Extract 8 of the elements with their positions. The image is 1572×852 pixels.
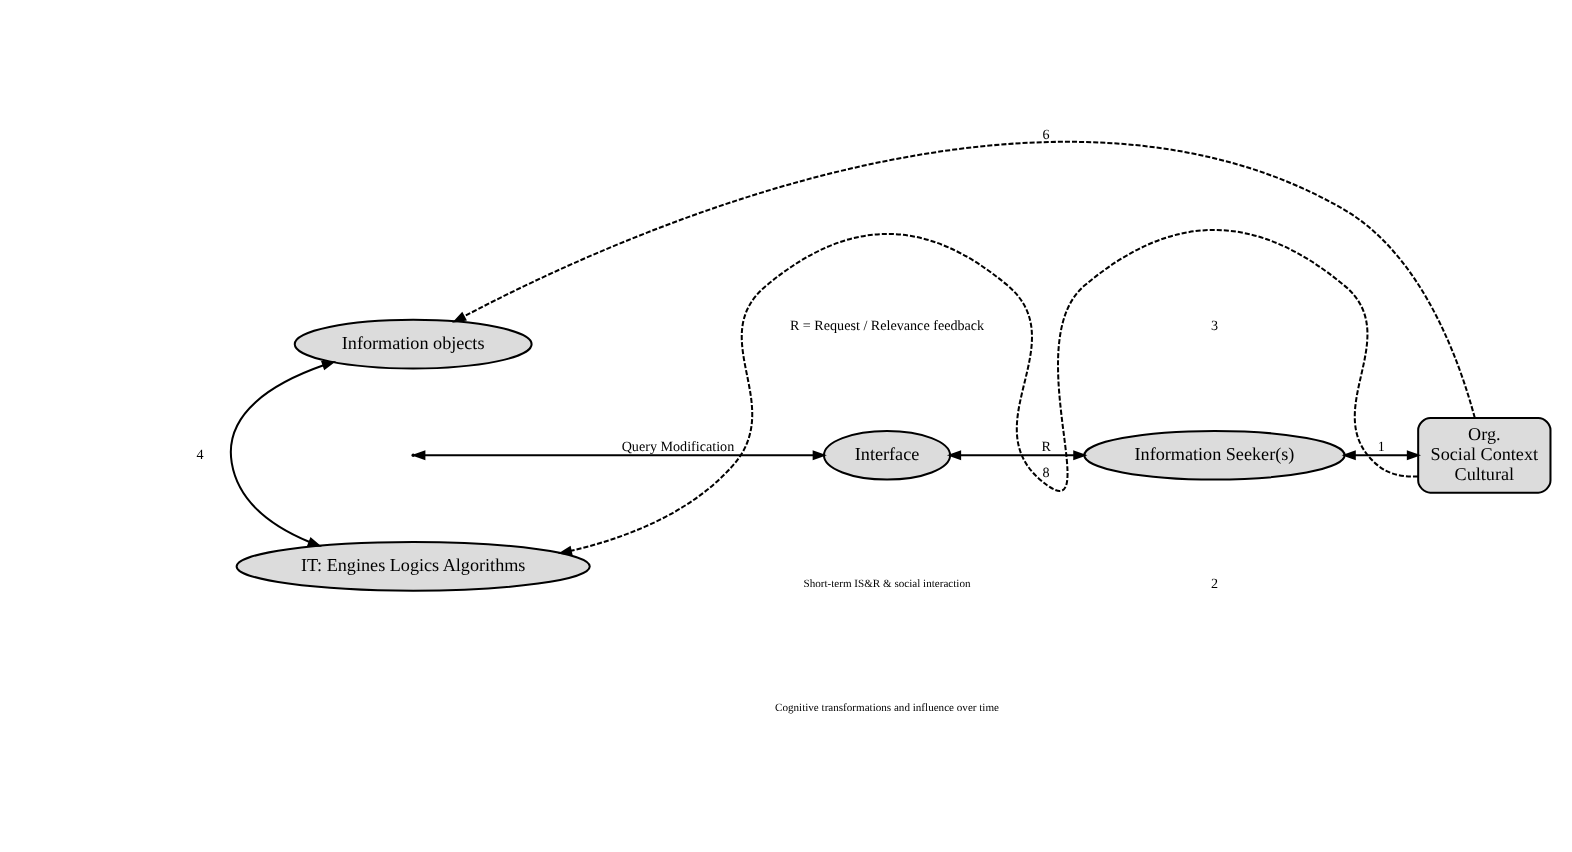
arrow: [556, 228, 1418, 555]
node-ellipse: Information Seeker(s): [1082, 428, 1345, 480]
node-ellipse: Interface: [821, 428, 951, 480]
node-box: Org. Social Context Cultural: [1416, 415, 1551, 493]
arrow: [228, 359, 336, 546]
arrow: [1340, 449, 1420, 460]
arrow: [451, 140, 1475, 418]
arrow: [945, 449, 1087, 460]
